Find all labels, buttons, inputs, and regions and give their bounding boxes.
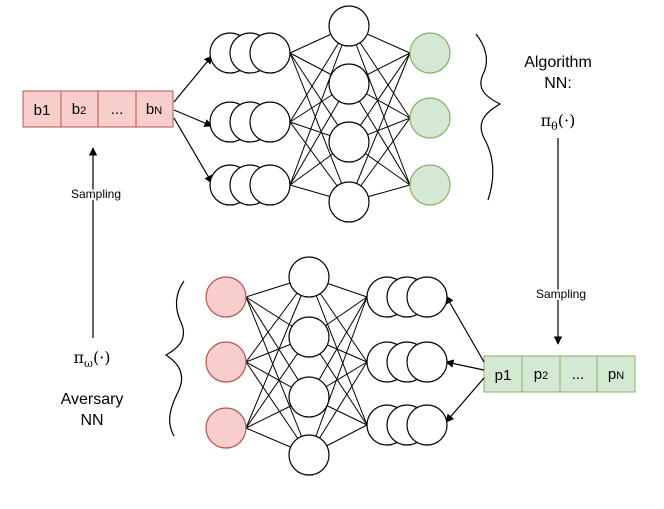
node xyxy=(406,404,448,446)
edge xyxy=(245,296,310,456)
node xyxy=(288,256,330,298)
top-network-edges xyxy=(289,25,411,203)
b-cell-4 xyxy=(135,90,174,128)
adversary-label: Sampling πω(·) Aversary NN xyxy=(61,185,124,429)
bottom-output-group-3 xyxy=(366,404,448,446)
node xyxy=(288,434,330,476)
edge xyxy=(289,25,350,186)
node xyxy=(328,181,370,223)
b-cell-1-text: b1 xyxy=(34,102,51,119)
adversary-policy: πω(·) xyxy=(73,348,110,370)
algorithm-title-line2: NN: xyxy=(544,75,572,92)
b-cell-4-text: bN xyxy=(146,101,162,118)
edge xyxy=(308,296,368,456)
output-node xyxy=(409,97,451,139)
adversary-sampling-label: Sampling xyxy=(71,187,121,201)
top-input-group-2 xyxy=(209,101,291,143)
arrow-b-to-top-input-1 xyxy=(173,55,213,103)
bottom-network-brace xyxy=(164,280,185,437)
top-vector-b: b1 b2 ... bN xyxy=(22,90,174,128)
top-network xyxy=(209,5,451,223)
node xyxy=(406,276,448,318)
edge xyxy=(348,25,411,186)
algorithm-policy: πθ(·) xyxy=(541,111,576,133)
edge xyxy=(289,52,350,203)
node xyxy=(328,5,370,47)
node xyxy=(328,63,370,105)
input-node xyxy=(205,341,247,383)
arrow-b-to-top-input-3 xyxy=(173,117,213,184)
node xyxy=(406,341,448,383)
top-input-group-3 xyxy=(209,164,291,206)
p-cell-4-text: pN xyxy=(608,366,624,383)
input-node xyxy=(205,276,247,318)
edge xyxy=(245,276,310,429)
adversary-title-line2: NN xyxy=(80,412,103,429)
p-cell-4 xyxy=(596,355,636,393)
p-cell-1-text: p1 xyxy=(495,367,512,384)
arrow-p-to-bottom-input-2 xyxy=(445,359,485,371)
bottom-vector-p: p1 p2 ... pN xyxy=(483,355,636,393)
p-cell-2-text: p2 xyxy=(534,366,548,383)
p-cell-3-text: ... xyxy=(572,366,585,383)
bottom-hidden-layer xyxy=(288,256,330,476)
bottom-output-group-2 xyxy=(366,341,448,383)
node xyxy=(249,32,291,74)
b-cell-2 xyxy=(60,90,99,128)
algorithm-title-line1: Algorithm xyxy=(524,54,592,71)
node xyxy=(249,164,291,206)
node xyxy=(249,101,291,143)
adversary-title-line1: Aversary xyxy=(61,391,124,408)
arrow-p-to-bottom-input-1 xyxy=(445,295,485,363)
bottom-network-edges xyxy=(245,276,368,456)
algorithm-sampling-label: Sampling xyxy=(536,287,586,301)
bottom-input-layer xyxy=(205,276,247,449)
arrows xyxy=(88,55,563,423)
node xyxy=(328,121,370,163)
output-node xyxy=(409,164,451,206)
output-node xyxy=(409,32,451,74)
bottom-network xyxy=(205,256,448,476)
node xyxy=(288,316,330,358)
top-network-brace xyxy=(475,33,502,201)
edge xyxy=(348,52,411,203)
top-output-layer xyxy=(409,32,451,206)
algorithm-label: Algorithm NN: πθ(·) Sampling xyxy=(524,54,592,303)
b-cell-3-text: ... xyxy=(111,101,124,118)
top-input-group-1 xyxy=(209,32,291,74)
input-node xyxy=(205,407,247,449)
top-hidden-layer xyxy=(328,5,370,223)
bottom-output-group-1 xyxy=(366,276,448,318)
arrow-p-to-bottom-input-3 xyxy=(445,377,485,423)
edge xyxy=(308,276,368,426)
b-cell-2-text: b2 xyxy=(72,101,86,118)
node xyxy=(288,376,330,418)
arrow-b-to-top-input-2 xyxy=(173,109,213,127)
